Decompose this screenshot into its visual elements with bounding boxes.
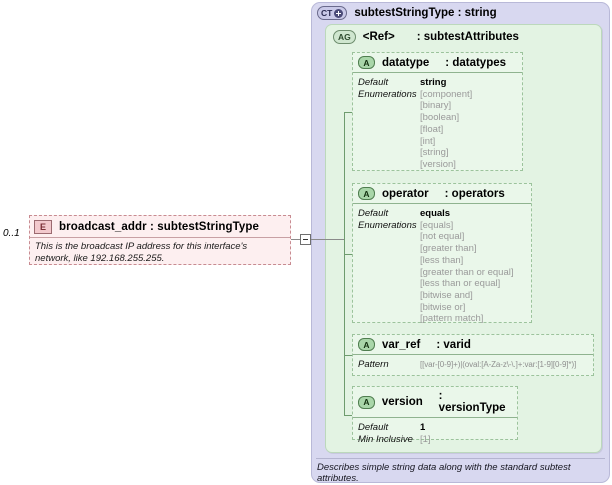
footer-divider [316,458,605,459]
attribute-box-datatype[interactable]: A datatype : datatypes Default string En… [352,52,523,171]
minus-icon [303,239,308,240]
enumeration-item: [greater than or equal] [420,266,514,278]
property-row-min-inclusive: Min Inclusive [1] [358,434,512,446]
default-value: string [420,77,447,88]
enumeration-item: [binary] [420,100,452,112]
tree-branch-operator [344,254,352,255]
element-icon: E [34,219,52,234]
default-label: Default [358,422,389,433]
tree-branch-varref [344,355,352,356]
tree-inbound-line [311,239,344,240]
tree-trunk [344,112,345,415]
enumeration-list-operator: [not equal] [greater than] [less than] [… [420,231,526,325]
enumeration-item: [bitwise or] [420,301,466,313]
attribute-header-version: A version : versionType [353,387,517,418]
attribute-header-var-ref: A var_ref : varid [353,335,593,355]
enumeration-item: [pattern match] [420,313,484,325]
attribute-icon: A [358,56,375,69]
enumeration-item: [float] [420,123,444,135]
property-row-enumerations: Enumerations [component] [358,89,517,101]
attribute-box-var-ref[interactable]: A var_ref : varid Pattern [[var-[0-9]+)|… [352,334,594,376]
attribute-header-datatype: A datatype : datatypes [353,53,522,73]
attribute-group-icon: AG [333,30,356,44]
enumeration-item: [less than] [420,254,464,266]
connector-line-left [291,239,300,240]
element-description: This is the broadcast IP address for thi… [35,241,248,264]
enumeration-item: [not equal] [420,231,465,243]
attribute-name: datatype [382,56,430,69]
tree-branch-datatype [344,112,352,113]
complex-type-icon: CT [317,6,348,20]
element-header: E broadcast_addr : subtestStringType [30,216,290,238]
attribute-body-datatype: Default string Enumerations [component] … [353,73,522,175]
complex-type-title: subtestStringType : string [354,7,497,19]
attribute-group-ref[interactable]: <Ref> [362,31,395,43]
tree-branch-version [344,415,352,416]
attribute-type: : datatypes [445,56,507,69]
attribute-header-operator: A operator : operators [353,184,531,204]
pattern-value: [[var-[0-9]+)|(oval:[A-Za-z\-\.]+:var:[1… [420,360,577,369]
default-value: 1 [420,422,426,433]
enumeration-item: [int] [420,135,436,147]
attribute-group-header: AG <Ref> : subtestAttributes [333,30,519,44]
enumeration-item: [greater than] [420,243,477,255]
attribute-group-type: : subtestAttributes [416,31,519,43]
complex-type-header: CT subtestStringType : string [317,6,497,20]
enumeration-list-datatype: [binary] [boolean] [float] [int] [string… [420,100,517,170]
attribute-type: : versionType [438,390,506,414]
pattern-label: Pattern [358,359,389,370]
complex-type-annotation: Describes simple string data along with … [317,462,571,484]
attribute-name: operator [382,187,429,200]
attribute-body-var-ref: Pattern [[var-[0-9]+)|(oval:[A-Za-z\-\.]… [353,355,593,375]
enumeration-item: [boolean] [420,112,460,124]
attribute-icon: A [358,338,375,351]
enumeration-item: [version] [420,158,456,170]
enumeration-item: [string] [420,147,449,159]
default-value: equals [420,208,451,219]
attribute-body-operator: Default equals Enumerations [equals] [no… [353,204,531,329]
attribute-name: version [381,396,423,408]
enumeration-item: [less than or equal] [420,278,501,290]
attribute-body-version: Default 1 Min Inclusive [1] [353,418,517,449]
attribute-icon: A [358,395,375,409]
min-inclusive-value: [1] [420,433,431,445]
element-box-broadcast-addr[interactable]: E broadcast_addr : subtestStringType Thi… [29,215,291,265]
property-row-default: Default equals [358,208,526,220]
property-row-default: Default string [358,77,517,89]
min-inclusive-label: Min Inclusive [358,433,413,445]
default-label: Default [358,77,389,88]
enumeration-item: [equals] [420,219,454,231]
attribute-type: : operators [444,187,505,200]
attribute-icon: A [358,187,375,200]
attribute-box-version[interactable]: A version : versionType Default 1 Min In… [352,386,518,445]
enumerations-label: Enumerations [358,219,417,231]
attribute-name: var_ref [382,338,421,351]
ct-icon-label: CT [321,8,333,18]
enumeration-item: [component] [420,88,473,100]
property-row-enumerations: Enumerations [equals] [358,220,526,232]
expand-plus-icon[interactable] [334,8,344,18]
attribute-type: : varid [436,338,471,351]
element-title: broadcast_addr : subtestStringType [59,220,260,233]
enumerations-label: Enumerations [358,88,417,100]
enumeration-item: [bitwise and] [420,289,473,301]
default-label: Default [358,208,389,219]
attribute-box-operator[interactable]: A operator : operators Default equals En… [352,183,532,324]
property-row-pattern: Pattern [[var-[0-9]+)|(oval:[A-Za-z\-\.]… [358,359,588,371]
property-row-default: Default 1 [358,422,512,434]
cardinality-label: 0..1 [3,228,20,239]
